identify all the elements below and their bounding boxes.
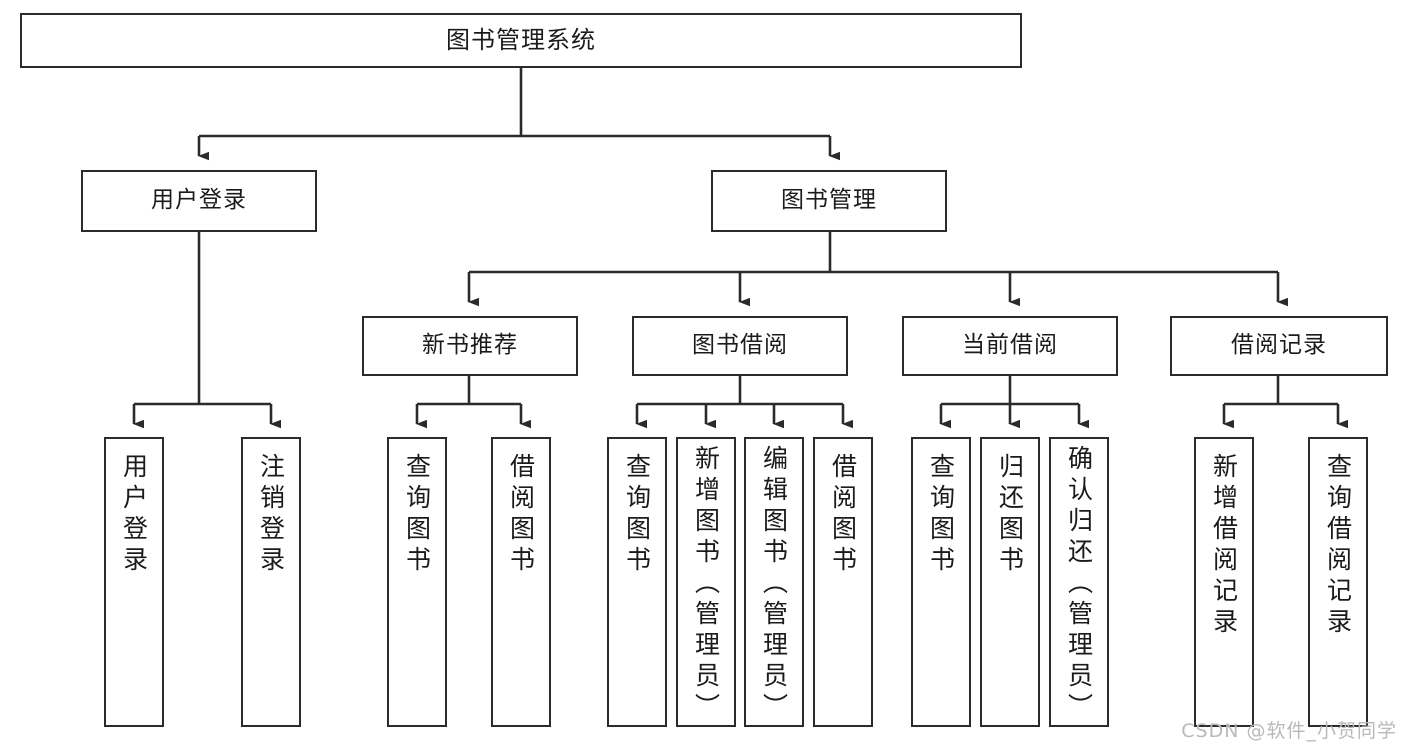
leaf-label: 查询图书 [402, 453, 432, 577]
leaf-record-query[interactable]: 查询借阅记录 [1308, 437, 1368, 727]
leaf-label: 借阅图书 [828, 453, 858, 577]
leaf-borrow-add-book[interactable]: 新增图书（管理员） [676, 437, 736, 727]
leaf-current-confirm-return[interactable]: 确认归还（管理员） [1049, 437, 1109, 727]
leaf-label: 用户登录 [119, 453, 149, 577]
leaf-label: 查询图书 [622, 453, 652, 577]
node-book-management-label: 图书管理 [781, 187, 877, 214]
node-current-borrow-label: 当前借阅 [962, 332, 1058, 359]
leaf-label: 归还图书 [995, 453, 1025, 577]
leaf-borrow-query-book[interactable]: 查询图书 [607, 437, 667, 727]
leaf-label: 查询图书 [926, 453, 956, 577]
node-borrow-record-label: 借阅记录 [1231, 332, 1327, 359]
leaf-current-query-book[interactable]: 查询图书 [911, 437, 971, 727]
node-current-borrow[interactable]: 当前借阅 [902, 316, 1118, 376]
watermark: CSDN @软件_小贺同学 [1181, 720, 1397, 742]
leaf-new-book-query[interactable]: 查询图书 [387, 437, 447, 727]
leaf-new-book-borrow[interactable]: 借阅图书 [491, 437, 551, 727]
leaf-borrow-borrow-book[interactable]: 借阅图书 [813, 437, 873, 727]
leaf-label: 确认归还（管理员） [1064, 445, 1094, 724]
leaf-current-return-book[interactable]: 归还图书 [980, 437, 1040, 727]
node-book-borrow[interactable]: 图书借阅 [632, 316, 848, 376]
leaf-label: 新增图书（管理员） [691, 445, 721, 724]
node-user-login[interactable]: 用户登录 [81, 170, 317, 232]
leaf-label: 注销登录 [256, 453, 286, 577]
node-root[interactable]: 图书管理系统 [20, 13, 1022, 68]
leaf-label: 编辑图书（管理员） [759, 445, 789, 724]
node-new-book-recommend-label: 新书推荐 [422, 332, 518, 359]
node-new-book-recommend[interactable]: 新书推荐 [362, 316, 578, 376]
node-borrow-record[interactable]: 借阅记录 [1170, 316, 1388, 376]
leaf-label: 查询借阅记录 [1323, 453, 1353, 639]
node-user-login-label: 用户登录 [151, 187, 247, 214]
leaf-record-add[interactable]: 新增借阅记录 [1194, 437, 1254, 727]
leaf-borrow-edit-book[interactable]: 编辑图书（管理员） [744, 437, 804, 727]
leaf-user-login-signout[interactable]: 注销登录 [241, 437, 301, 727]
node-book-management[interactable]: 图书管理 [711, 170, 947, 232]
node-book-borrow-label: 图书借阅 [692, 332, 788, 359]
leaf-label: 借阅图书 [506, 453, 536, 577]
leaf-label: 新增借阅记录 [1209, 453, 1239, 639]
leaf-user-login-signin[interactable]: 用户登录 [104, 437, 164, 727]
node-root-label: 图书管理系统 [446, 26, 596, 55]
